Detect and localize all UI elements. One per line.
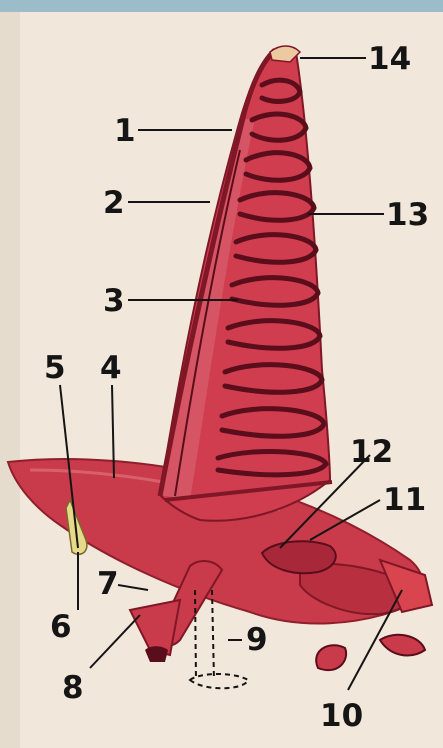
label-4: 4 [100,350,122,386]
label-10: 10 [320,698,363,734]
rear-fin [380,635,425,656]
label-14: 14 [368,41,411,77]
label-7: 7 [97,566,119,602]
label-5: 5 [44,350,66,386]
label-11: 11 [383,482,426,518]
label-2: 2 [103,185,125,221]
label-13: 13 [386,197,429,233]
label-3: 3 [103,283,125,319]
top-strip [0,0,443,12]
label-1: 1 [114,113,136,149]
label-9: 9 [246,622,268,658]
bottom-fin [316,645,346,670]
paper-edge [0,12,20,748]
label-8: 8 [62,670,84,706]
label-6: 6 [50,609,72,645]
label-12: 12 [350,434,393,470]
sail [160,46,332,521]
